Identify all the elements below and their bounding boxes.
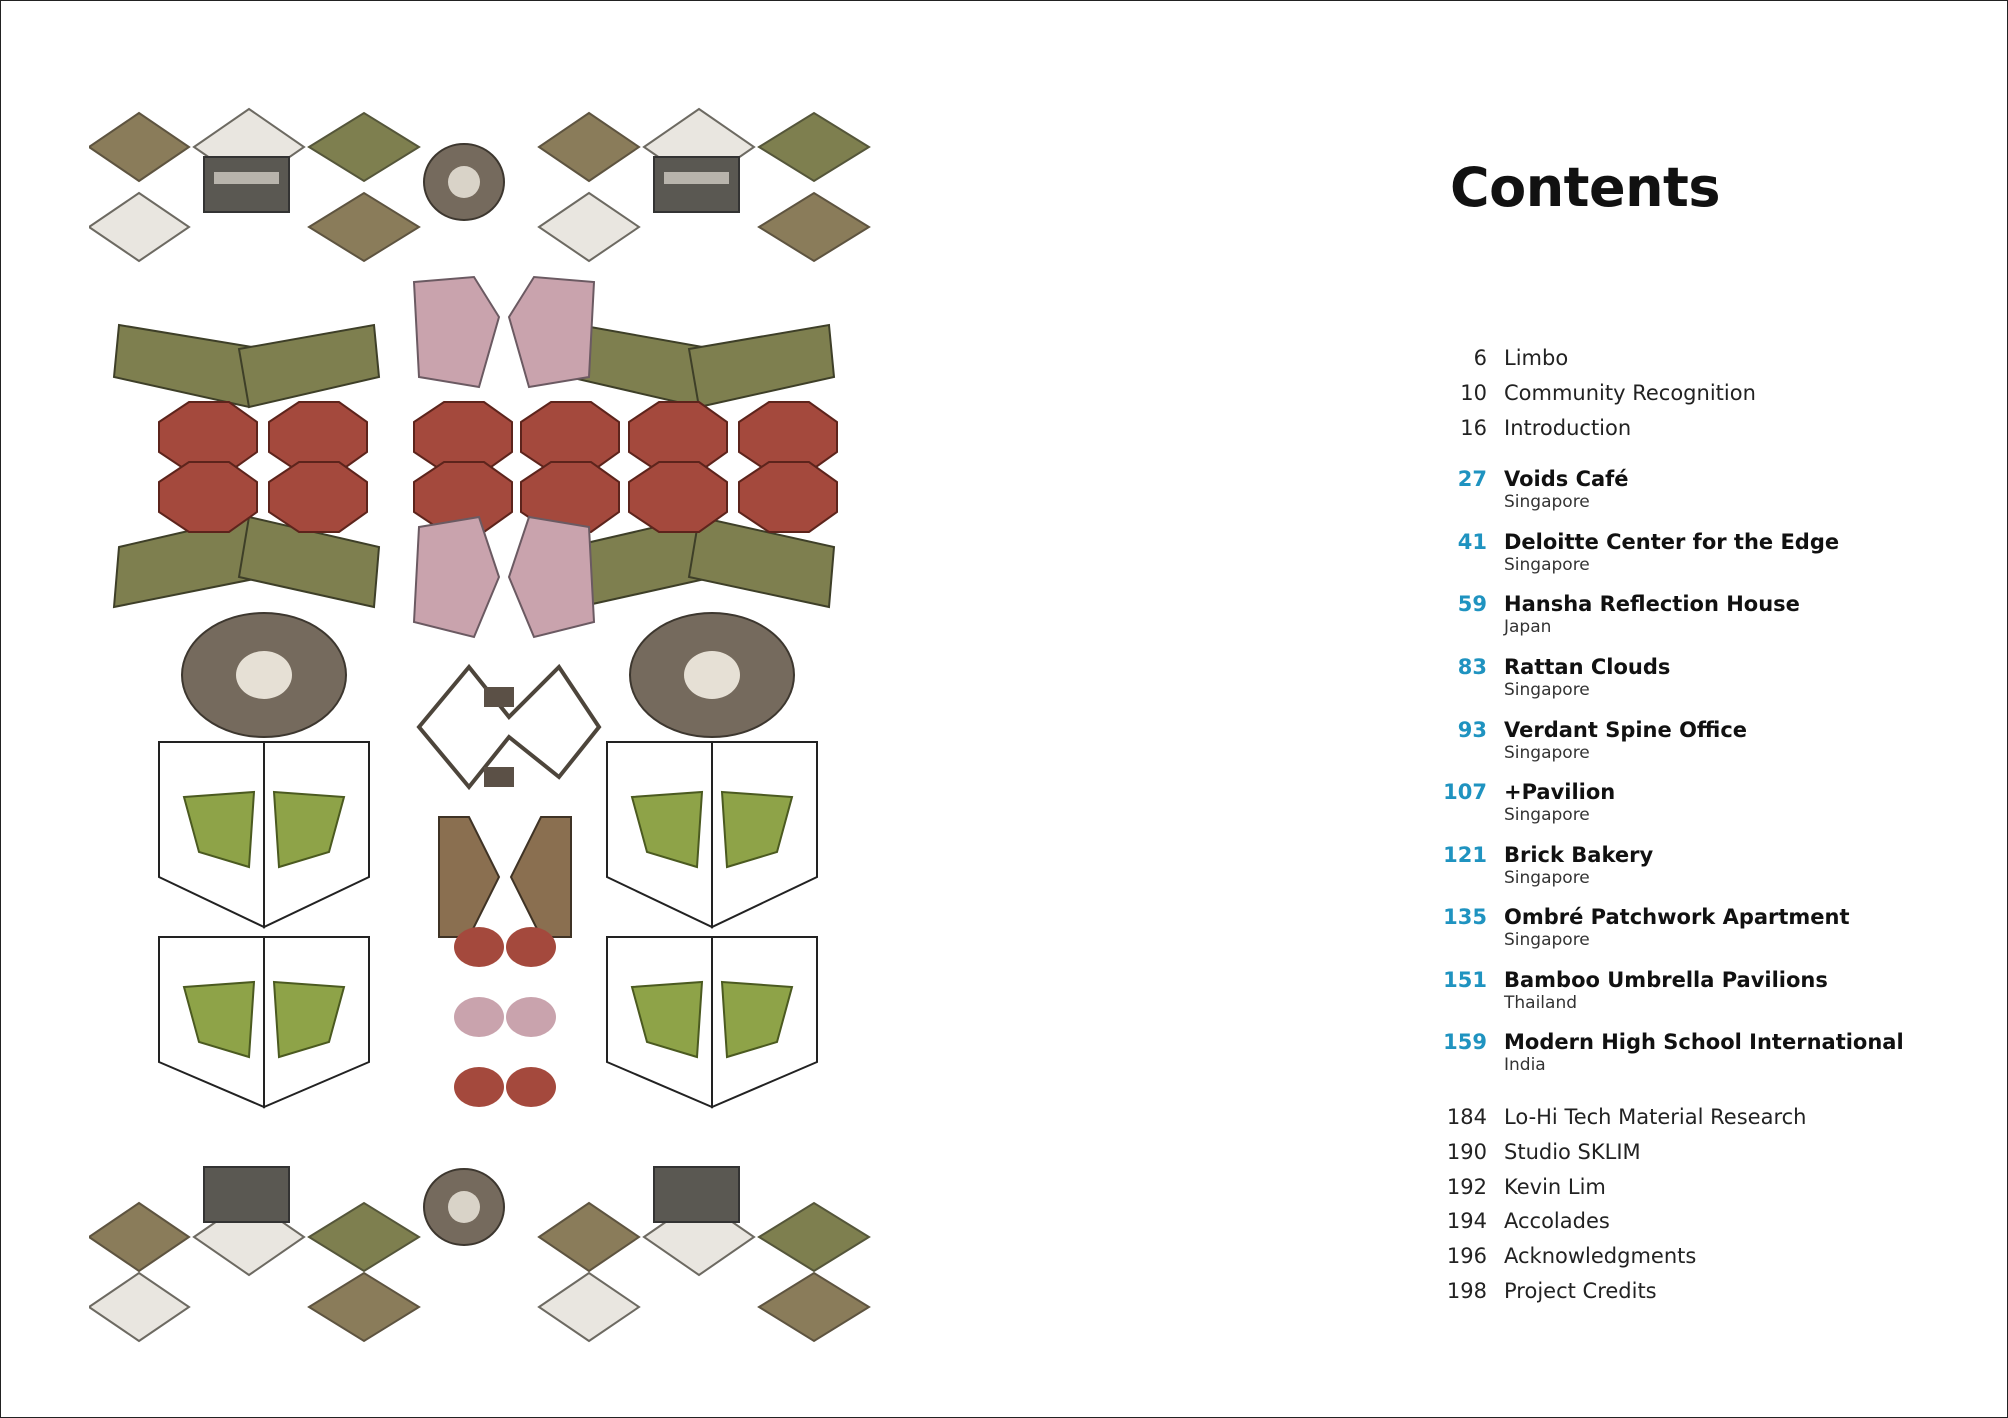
toc-title: Hansha Reflection House: [1504, 592, 1800, 616]
bottom-diamond-band: [89, 1166, 871, 1343]
toc-location: Singapore: [1504, 868, 1590, 888]
green-room-band: [158, 741, 818, 1109]
toc-title: Project Credits: [1504, 1279, 1657, 1303]
toc-title: Brick Bakery: [1504, 843, 1654, 867]
toc-page-number: 27: [1457, 467, 1487, 491]
toc-title: Acknowledgments: [1504, 1244, 1697, 1268]
toc-title: Deloitte Center for the Edge: [1504, 530, 1840, 554]
toc-page-number: 83: [1457, 655, 1487, 679]
toc-page-number: 159: [1443, 1030, 1487, 1054]
toc-location: Thailand: [1504, 993, 1578, 1013]
toc-title: Rattan Clouds: [1504, 655, 1671, 679]
toc-title: Limbo: [1504, 346, 1569, 370]
brick-octagon-band: [158, 401, 838, 533]
toc-title: Community Recognition: [1504, 381, 1756, 405]
top-diamond-band: [89, 107, 871, 263]
toc-title: Kevin Lim: [1504, 1175, 1606, 1199]
toc-title: Studio SKLIM: [1504, 1140, 1641, 1164]
toc-page-number: 194: [1446, 1209, 1487, 1233]
toc-location: Japan: [1504, 617, 1552, 637]
toc-title: Verdant Spine Office: [1504, 718, 1748, 742]
mauve-structure: [412, 275, 596, 639]
toc-page-number: 192: [1446, 1175, 1487, 1199]
middle-band: [181, 612, 795, 791]
kaleidoscope-illustration: [89, 77, 921, 1343]
toc-page-number: 59: [1457, 592, 1487, 616]
toc-page-number: 196: [1446, 1244, 1487, 1268]
toc-page-number: 151: [1443, 968, 1487, 992]
toc-title: Voids Café: [1504, 467, 1629, 491]
toc-title: Ombré Patchwork Apartment: [1504, 905, 1850, 929]
toc-page-number: 121: [1443, 843, 1487, 867]
toc-location: Singapore: [1504, 805, 1590, 825]
toc-location: Singapore: [1504, 555, 1590, 575]
olive-wall-band: [112, 323, 836, 609]
toc-page-number: 107: [1443, 780, 1487, 804]
toc-page-number: 198: [1446, 1279, 1487, 1303]
toc-location: Singapore: [1504, 743, 1590, 763]
toc-title: Modern High School International: [1504, 1030, 1904, 1054]
toc-title: Lo-Hi Tech Material Research: [1504, 1105, 1807, 1129]
toc-page-number: 10: [1460, 381, 1487, 405]
toc-title: Introduction: [1504, 416, 1632, 440]
toc-location: India: [1504, 1055, 1546, 1075]
toc-page-number: 16: [1460, 416, 1487, 440]
toc-location: Singapore: [1504, 492, 1590, 512]
toc-title: +Pavilion: [1504, 780, 1616, 804]
toc-page-number: 184: [1446, 1105, 1487, 1129]
toc-page-number: 93: [1457, 718, 1487, 742]
table-of-contents: 6 Limbo 10 Community Recognition 16 Intr…: [1401, 1, 1961, 1401]
toc-page-number: 135: [1443, 905, 1487, 929]
page-title: Contents: [1450, 156, 1721, 219]
toc-title: Accolades: [1504, 1209, 1610, 1233]
toc-title: Bamboo Umbrella Pavilions: [1504, 968, 1828, 992]
architectural-collage: [89, 107, 871, 1343]
toc-location: Singapore: [1504, 680, 1590, 700]
toc-page-number: 190: [1446, 1140, 1487, 1164]
toc-location: Singapore: [1504, 930, 1590, 950]
toc-page-number: 41: [1457, 530, 1487, 554]
toc-page-number: 6: [1473, 346, 1487, 370]
